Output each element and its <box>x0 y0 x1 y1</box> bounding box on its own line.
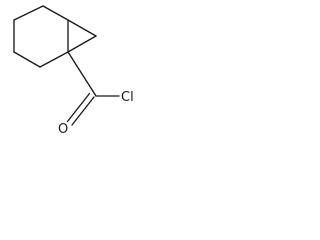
bond-c2-c3 <box>42 5 69 21</box>
cyclohexane-ring <box>13 5 69 68</box>
acyl-chloride-group: O Cl <box>58 51 134 137</box>
chemical-structure: O Cl <box>13 5 134 137</box>
bond-c3-c4 <box>13 5 44 21</box>
bond-carbonyl-oxygen-double-inner <box>66 92 91 123</box>
bond-c7-c1 <box>67 35 97 53</box>
bond-c5-c6 <box>13 51 41 68</box>
cyclopropane-ring <box>67 19 97 53</box>
oxygen-atom-label: O <box>58 122 68 137</box>
bond-carbonyl-oxygen-double-outer <box>71 96 95 126</box>
chlorine-atom-label: Cl <box>121 90 134 105</box>
bond-c2-c7 <box>67 19 97 37</box>
bond-c6-c1 <box>39 51 69 68</box>
bond-c1-carbonyl <box>67 51 97 97</box>
